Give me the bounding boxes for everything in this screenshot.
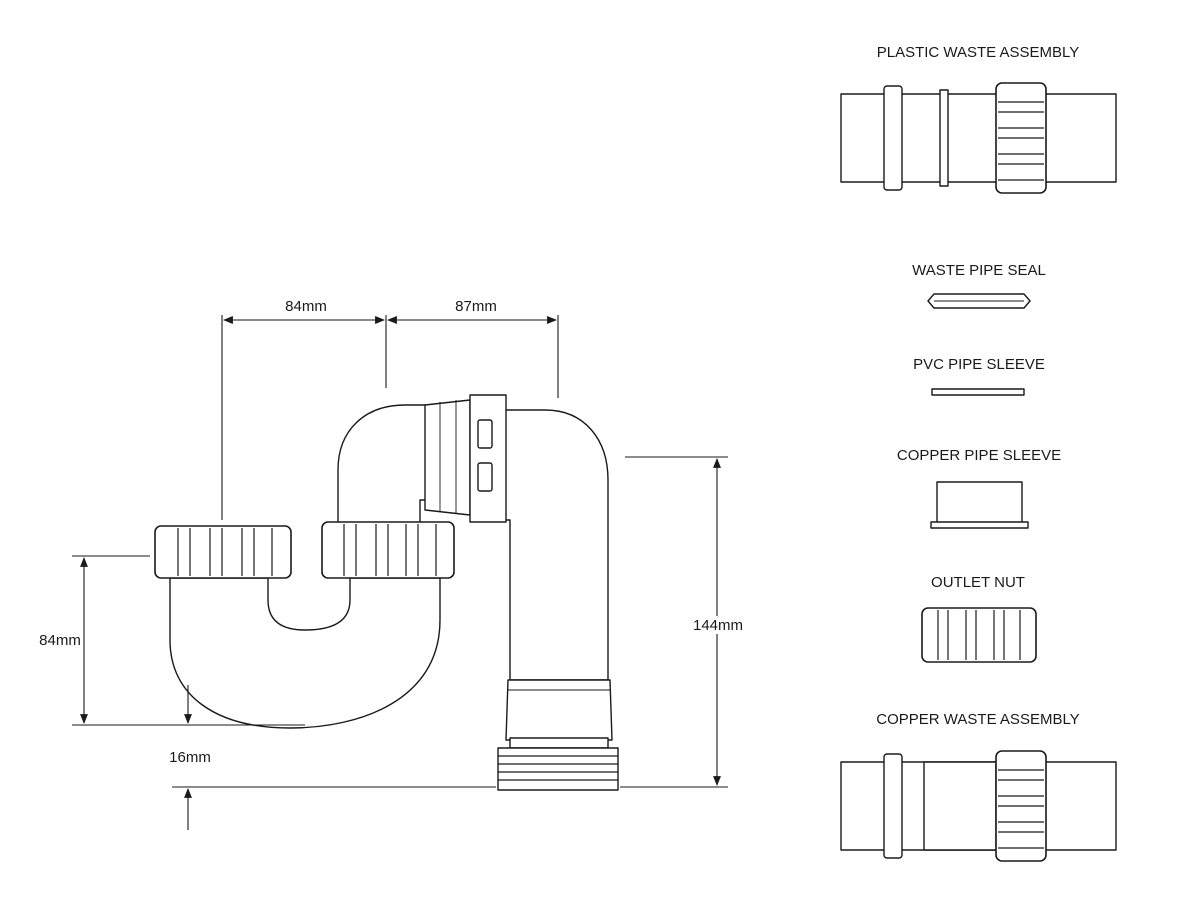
pvc-pipe-sleeve-icon [931, 388, 1025, 396]
trap-top-bend [504, 409, 609, 681]
dim-left-height: 84mm [39, 632, 81, 649]
outlet-nut-icon [921, 607, 1037, 663]
component-label-waste-pipe-seal: WASTE PIPE SEAL [912, 262, 1046, 279]
plastic-waste-assembly-icon [840, 82, 1117, 194]
copper-waste-assembly-icon [840, 750, 1117, 862]
component-label-outlet-nut: OUTLET NUT [931, 574, 1025, 591]
trap-u-bend [169, 577, 441, 729]
component-label-plastic-waste-assembly: PLASTIC WASTE ASSEMBLY [877, 44, 1080, 61]
right-trap-nut [321, 521, 455, 579]
component-legend: PLASTIC WASTE ASSEMBLY WASTE PIPE SEAL P… [840, 44, 1117, 862]
component-label-copper-waste-assembly: COPPER WASTE ASSEMBLY [876, 711, 1079, 728]
dim-right-height: 144mm [693, 617, 743, 634]
copper-pipe-sleeve-icon [930, 481, 1029, 529]
component-label-copper-pipe-sleeve: COPPER PIPE SLEEVE [897, 447, 1061, 464]
left-inlet-nut [154, 525, 292, 579]
dim-bottom-offset: 16mm [169, 749, 211, 766]
trap-drawing [154, 394, 619, 791]
dim-top-right-width: 87mm [455, 298, 497, 315]
dimension-lines [72, 315, 728, 830]
trap-riser [337, 404, 433, 531]
outlet-thread [497, 679, 619, 791]
union-coupling [424, 394, 507, 523]
waste-pipe-seal-icon [927, 293, 1031, 309]
component-label-pvc-pipe-sleeve: PVC PIPE SLEEVE [913, 356, 1045, 373]
dim-top-left-width: 84mm [285, 298, 327, 315]
